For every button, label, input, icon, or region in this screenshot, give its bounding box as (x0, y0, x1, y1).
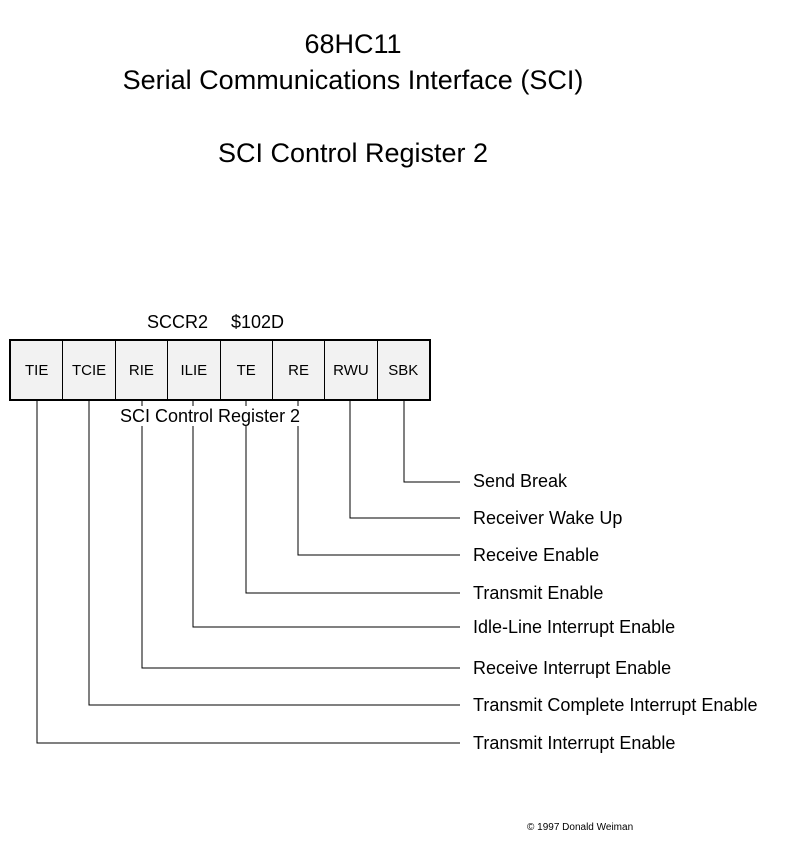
subsystem-title: Serial Communications Interface (SCI) (122, 65, 584, 95)
bit-cell-sbk: SBK (376, 341, 429, 399)
leader-line-sbk (403, 399, 460, 483)
register-caption: SCI Control Register 2 (119, 406, 302, 426)
leader-line-rie (141, 399, 460, 669)
bit-cell-rwu: RWU (324, 341, 376, 399)
bit-desc-sbk: Send Break (473, 471, 568, 491)
leader-line-te (245, 399, 460, 594)
leader-line-tcie (88, 399, 460, 706)
bit-desc-te: Transmit Enable (473, 583, 604, 603)
register-name: SCCR2 (147, 312, 209, 332)
bit-cell-rie: RIE (114, 341, 167, 399)
leader-line-ilie (192, 399, 460, 628)
copyright-notice: © 1997 Donald Weiman (527, 822, 634, 833)
bit-desc-tcie: Transmit Complete Interrupt Enable (473, 695, 758, 715)
register-title: SCI Control Register 2 (217, 138, 489, 168)
leader-line-re (297, 399, 460, 556)
bit-cell-te: TE (219, 341, 272, 399)
bit-cell-re: RE (271, 341, 324, 399)
leader-line-tie (36, 399, 460, 744)
bit-desc-rwu: Receiver Wake Up (473, 508, 623, 528)
bit-desc-re: Receive Enable (473, 545, 600, 565)
bit-cell-tcie: TCIE (62, 341, 114, 399)
chip-title: 68HC11 (304, 29, 402, 59)
register-address: $102D (231, 312, 285, 332)
bit-cell-tie: TIE (25, 361, 49, 379)
bit-desc-ilie: Idle-Line Interrupt Enable (473, 617, 676, 637)
bit-desc-rie: Receive Interrupt Enable (473, 658, 672, 678)
register-bit-row: TIE TCIE RIE ILIE TE RE RWU SBK (9, 339, 431, 401)
leader-line-rwu (349, 399, 460, 519)
bit-desc-tie: Transmit Interrupt Enable (473, 733, 676, 753)
bit-cell-ilie: ILIE (167, 341, 219, 399)
